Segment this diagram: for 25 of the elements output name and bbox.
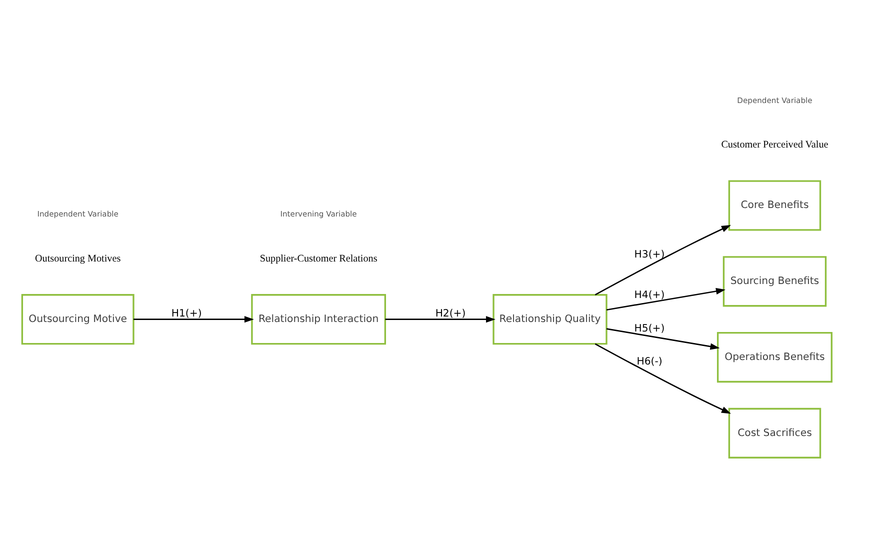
label: Supplier-Customer Relations [260, 252, 378, 264]
edge-label: H3(+) [634, 248, 665, 260]
node-box: Outsourcing Motive [21, 294, 134, 344]
edge-label: H1(+) [171, 308, 202, 319]
arrow [594, 224, 731, 295]
node-box: Core Benefits [728, 180, 822, 230]
arrow [594, 342, 731, 414]
arrow [134, 316, 254, 322]
label: Customer Perceived Value [721, 138, 828, 150]
arrow [606, 328, 720, 350]
edge-label: H4(+) [634, 289, 665, 300]
edge-label: H5(+) [634, 323, 665, 334]
node-box: Cost Sacrifices [728, 407, 822, 458]
node-box: Relationship Interaction [251, 294, 386, 344]
label: Intervening Variable [280, 209, 357, 218]
label: Outsourcing Motives [35, 252, 121, 264]
node-box: Operations Benefits [716, 332, 832, 382]
label: Independent Variable [37, 209, 118, 218]
edge-label: H2(+) [435, 308, 466, 319]
edge-label: H6(-) [636, 356, 662, 368]
arrow [385, 316, 496, 322]
node-box: Sourcing Benefits [722, 256, 827, 306]
label: Dependent Variable [737, 95, 812, 104]
arrow [606, 287, 726, 310]
node-box: Relationship Quality [492, 294, 608, 344]
